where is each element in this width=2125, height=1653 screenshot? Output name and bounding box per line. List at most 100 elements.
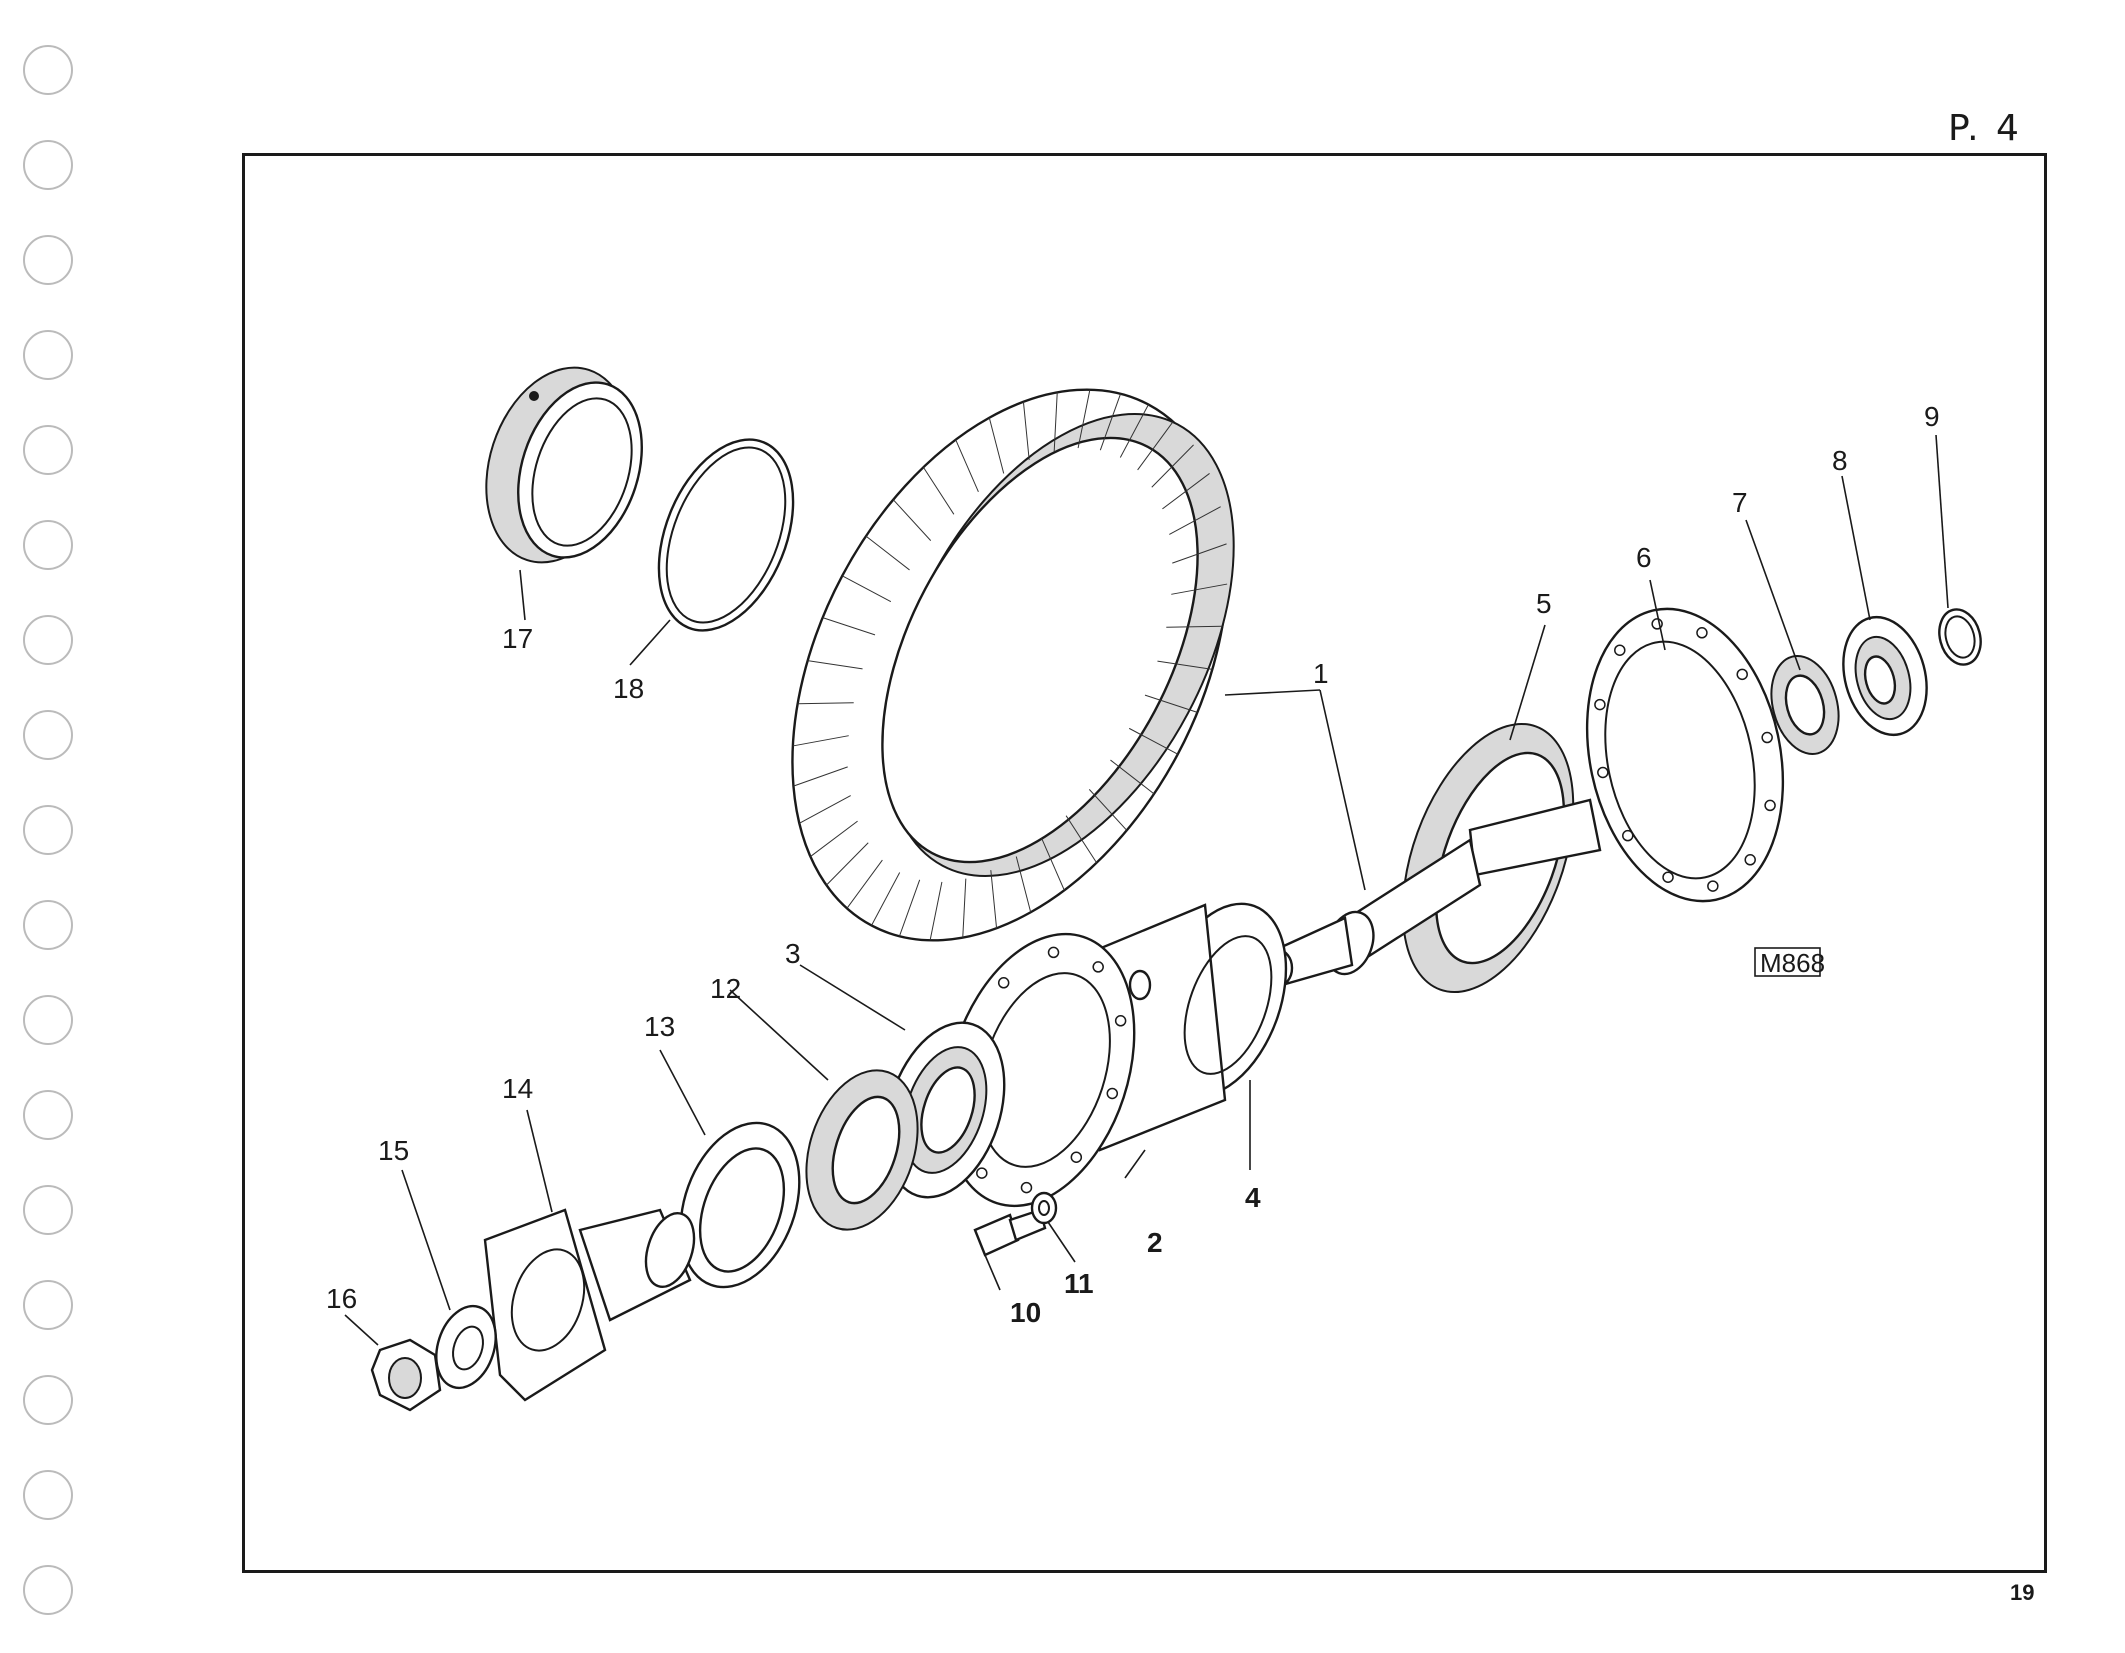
callout-2: 2 xyxy=(1147,1227,1163,1258)
binder-hole xyxy=(23,900,73,950)
callout-6: 6 xyxy=(1636,542,1652,573)
gear-tooth xyxy=(1099,393,1122,451)
part-bearing-cup xyxy=(485,366,643,564)
page-reference: P. 4 xyxy=(1948,108,2022,149)
binder-hole xyxy=(23,140,73,190)
figure-reference-box: M868 xyxy=(1754,947,1825,978)
housing-hole xyxy=(1020,1181,1033,1194)
binder-hole xyxy=(23,520,73,570)
part-nut xyxy=(370,1338,442,1412)
gasket-hole xyxy=(1744,854,1756,866)
binder-hole xyxy=(23,1090,73,1140)
binder-hole xyxy=(23,235,73,285)
part-flange-housing xyxy=(483,1208,696,1402)
part-cup-13 xyxy=(679,1121,801,1289)
binder-hole xyxy=(23,995,73,1045)
gear-tooth xyxy=(1065,815,1098,863)
part-gasket xyxy=(1585,607,1785,903)
housing-hole xyxy=(1106,1087,1119,1100)
gear-tooth xyxy=(1022,401,1030,460)
callout-9: 9 xyxy=(1924,401,1940,432)
gasket-hole xyxy=(1597,766,1609,779)
gear-tooth xyxy=(793,766,848,787)
callout-7: 7 xyxy=(1732,487,1748,518)
gear-tooth xyxy=(822,617,876,636)
gear-tooth xyxy=(1172,543,1227,564)
binder-hole xyxy=(23,1280,73,1330)
gear-tooth xyxy=(826,842,869,886)
part-seal-12 xyxy=(805,1069,919,1231)
gear-tooth xyxy=(1053,392,1058,452)
callout-5: 5 xyxy=(1536,588,1552,619)
binder-hole xyxy=(23,330,73,380)
binder-hole xyxy=(23,615,73,665)
gear-tooth xyxy=(842,575,892,603)
gasket-hole xyxy=(1761,731,1773,744)
callout-17: 17 xyxy=(502,623,533,654)
binder-holes xyxy=(23,45,73,1615)
housing-hole xyxy=(976,1167,988,1179)
gear-tooth xyxy=(898,879,921,937)
diagram-frame xyxy=(242,153,2047,1573)
gear-tooth xyxy=(1144,694,1198,713)
gasket-hole xyxy=(1614,644,1626,656)
gear-tooth xyxy=(810,820,858,857)
callout-10: 10 xyxy=(1010,1297,1041,1328)
gasket-hole xyxy=(1764,799,1776,812)
figure-reference: M868 xyxy=(1760,948,1825,978)
gear-tooth xyxy=(1157,660,1213,670)
gasket-hole xyxy=(1696,627,1708,639)
gear-tooth xyxy=(1151,444,1194,488)
gasket-hole xyxy=(1594,698,1606,711)
part-circlip xyxy=(1938,608,1982,666)
gear-tooth xyxy=(799,795,851,824)
gear-tooth xyxy=(922,467,955,515)
binder-hole xyxy=(23,1375,73,1425)
gear-tooth xyxy=(962,878,967,938)
callout-3: 3 xyxy=(785,938,801,969)
gear-tooth xyxy=(1169,506,1221,535)
gear-tooth xyxy=(990,870,998,929)
gear-tooth xyxy=(1088,789,1128,831)
callout-4: 4 xyxy=(1245,1182,1261,1213)
part-oil-seal xyxy=(1770,654,1840,756)
callout-labels: 1 2 3 4 5 6 7 8 9 10 11 12 13 14 15 16 1… xyxy=(326,401,1940,1328)
gear-tooth xyxy=(892,499,932,541)
gear-tooth xyxy=(1171,583,1228,595)
gear-tooth xyxy=(1128,727,1178,755)
callout-1: 1 xyxy=(1313,658,1329,689)
part-pinion-shaft xyxy=(1262,722,1602,994)
gear-tooth xyxy=(929,881,943,941)
gear-tooth xyxy=(1137,421,1174,471)
gear-tooth xyxy=(1119,404,1149,458)
binder-hole xyxy=(23,425,73,475)
gear-tooth xyxy=(988,417,1005,474)
part-crown-wheel xyxy=(791,388,1235,942)
binder-hole xyxy=(23,1565,73,1615)
gear-tooth xyxy=(1041,838,1065,891)
page-number: 19 xyxy=(2010,1580,2035,1605)
gasket-hole xyxy=(1662,871,1674,883)
housing-hole xyxy=(1070,1151,1083,1163)
callout-11: 11 xyxy=(1064,1268,1094,1299)
gear-tooth xyxy=(1166,625,1223,628)
gear-tooth xyxy=(807,660,863,670)
binder-hole xyxy=(23,710,73,760)
gear-tooth xyxy=(846,859,883,909)
binder-hole xyxy=(23,45,73,95)
housing-hole xyxy=(1114,1015,1127,1027)
part-washer-15 xyxy=(435,1304,497,1390)
callout-12: 12 xyxy=(710,973,741,1004)
housing-hole xyxy=(1047,946,1060,959)
part-differential-case xyxy=(1058,902,1288,1152)
gear-tooth xyxy=(1162,473,1210,510)
housing-hole xyxy=(1092,961,1104,973)
part-washer-11 xyxy=(1030,1191,1058,1225)
gear-tooth xyxy=(871,872,901,926)
gear-tooth xyxy=(1077,389,1091,449)
callout-13: 13 xyxy=(644,1011,675,1042)
gasket-hole xyxy=(1736,668,1748,681)
gear-tooth xyxy=(792,735,849,747)
binder-hole xyxy=(23,1470,73,1520)
callout-8: 8 xyxy=(1832,445,1848,476)
